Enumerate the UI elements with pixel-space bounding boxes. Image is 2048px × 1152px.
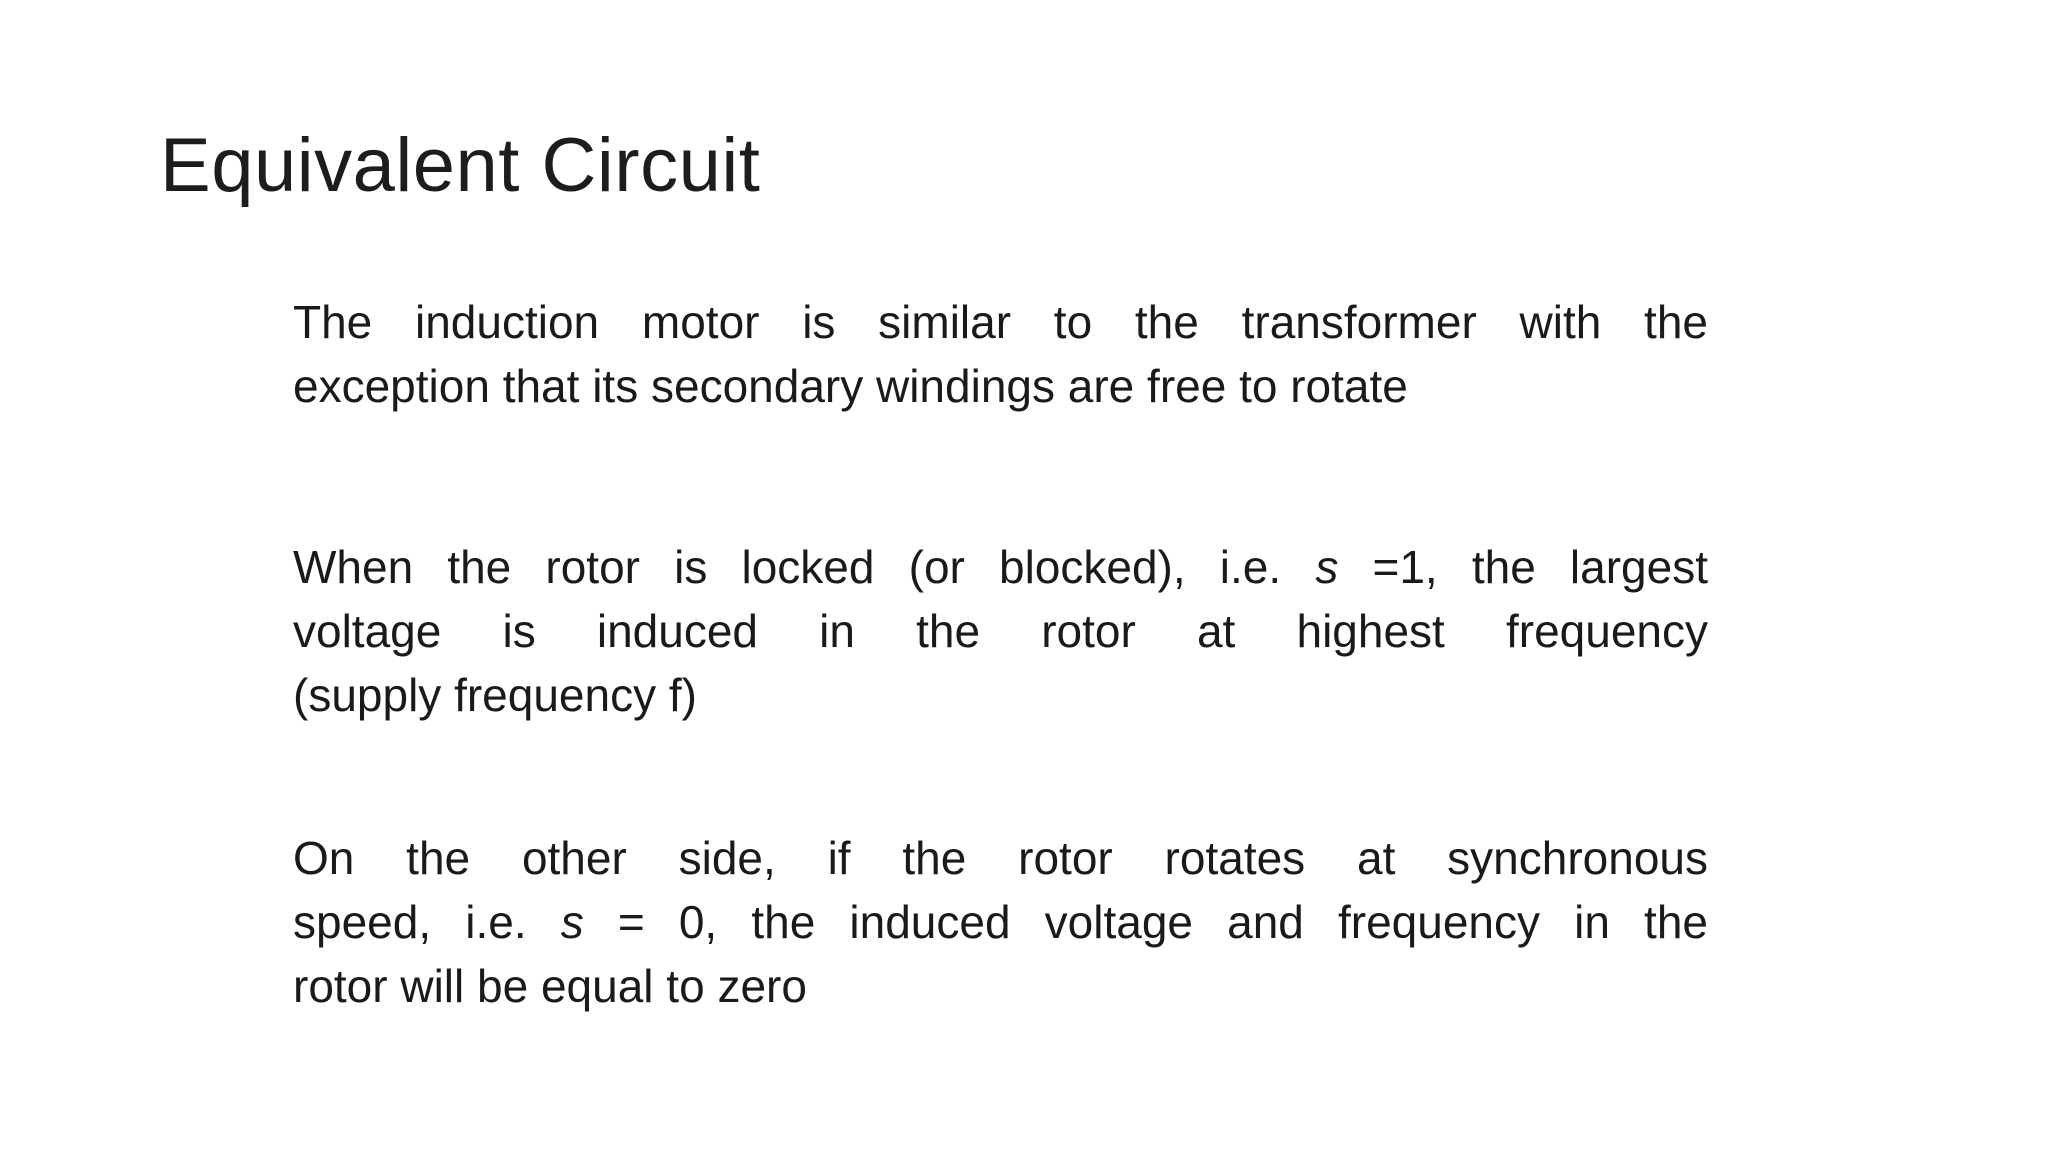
text-line: exception that its secondary windings ar…	[293, 360, 1408, 412]
variable-s: s	[1315, 541, 1339, 593]
paragraph-rotor-locked: When the rotor is locked (or blocked), i…	[293, 535, 1708, 727]
text-line: voltage is induced in the rotor at highe…	[293, 605, 1708, 657]
text-segment: When the rotor is locked (or blocked), i…	[293, 541, 1316, 593]
text-line: (supply frequency f)	[293, 669, 697, 721]
text-segment: =1, the largest	[1338, 541, 1708, 593]
text-line: The induction motor is similar to the tr…	[293, 296, 1708, 348]
variable-s: s	[560, 896, 584, 948]
text-segment: speed, i.e.	[293, 896, 561, 948]
text-line: speed, i.e. s = 0, the induced voltage a…	[293, 890, 1708, 954]
paragraph-induction-motor: The induction motor is similar to the tr…	[293, 290, 1708, 418]
text-line: rotor will be equal to zero	[293, 960, 807, 1012]
slide-body: The induction motor is similar to the tr…	[293, 290, 1708, 1018]
text-segment: = 0, the induced voltage and frequency i…	[583, 896, 1708, 948]
text-line: On the other side, if the rotor rotates …	[293, 832, 1708, 884]
text-line: When the rotor is locked (or blocked), i…	[293, 535, 1708, 599]
paragraph-synchronous-speed: On the other side, if the rotor rotates …	[293, 826, 1708, 1018]
slide-title: Equivalent Circuit	[160, 123, 761, 208]
